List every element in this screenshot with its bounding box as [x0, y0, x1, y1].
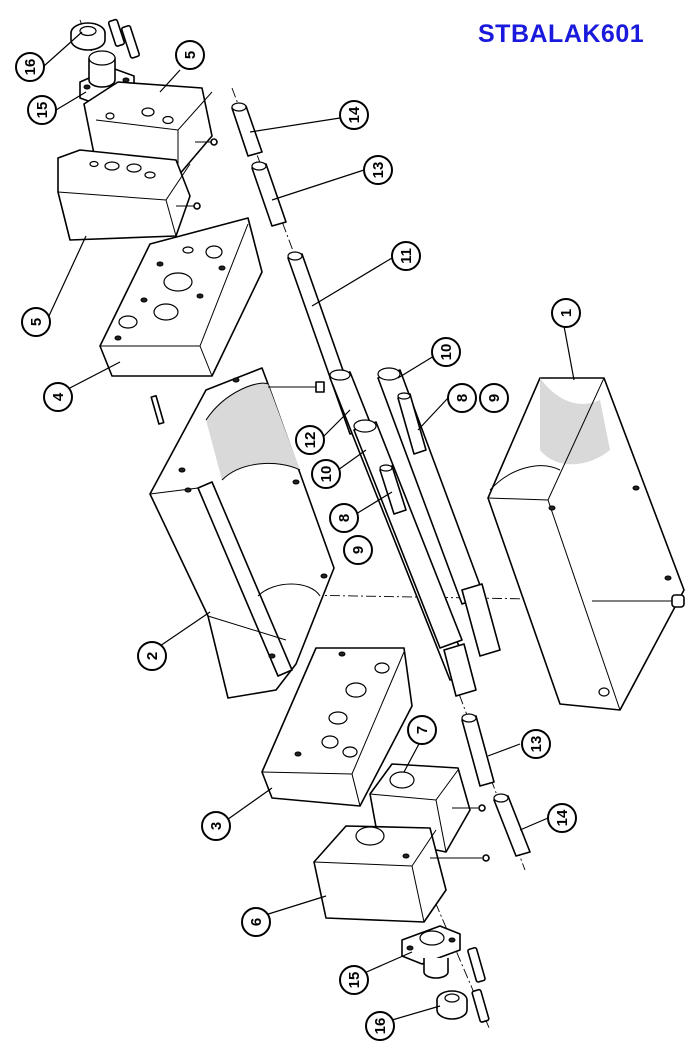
part-5-lower-block — [57, 149, 201, 241]
callout-13-lower: 13 — [521, 729, 551, 759]
svg-text:6: 6 — [248, 918, 265, 926]
svg-text:8: 8 — [336, 514, 353, 522]
svg-text:10: 10 — [318, 466, 335, 483]
svg-text:8: 8 — [454, 394, 471, 402]
part-1-end-block — [487, 377, 685, 711]
svg-text:9: 9 — [486, 394, 503, 402]
svg-text:15: 15 — [34, 102, 51, 119]
part-14-upper-tube — [231, 102, 263, 157]
callout-15-top: 15 — [27, 95, 57, 125]
callout-10-left: 10 — [311, 459, 341, 489]
callout-5-upper: 5 — [175, 40, 205, 70]
svg-text:9: 9 — [350, 546, 367, 554]
drawing-code: STBALAK601 — [478, 20, 645, 48]
svg-text:7: 7 — [414, 726, 431, 734]
svg-text:14: 14 — [346, 106, 363, 123]
part-15-top-flange — [79, 50, 135, 107]
callout-5-lower: 5 — [21, 307, 51, 337]
part-3-lower-manifold — [261, 647, 413, 807]
callout-4: 4 — [43, 382, 73, 412]
part-5-upper-block — [83, 81, 218, 177]
callout-9-left: 9 — [343, 535, 373, 565]
svg-text:5: 5 — [28, 318, 45, 326]
top-screws — [107, 18, 140, 59]
svg-text:4: 4 — [50, 392, 67, 401]
svg-text:2: 2 — [144, 652, 161, 660]
svg-text:11: 11 — [398, 248, 415, 264]
svg-text:1: 1 — [558, 309, 575, 317]
part-14-lower-tube — [493, 793, 531, 857]
part-8-9-left-seal — [379, 464, 407, 515]
callout-3: 3 — [201, 811, 231, 841]
part-10-right-sleeve — [377, 367, 501, 657]
svg-text:10: 10 — [438, 344, 455, 361]
svg-text:16: 16 — [22, 59, 39, 76]
svg-text:5: 5 — [182, 51, 199, 59]
callout-13-upper: 13 — [363, 155, 393, 185]
callout-16-bottom: 16 — [365, 1011, 395, 1041]
part-16-bottom-nut — [436, 990, 468, 1020]
callout-11: 11 — [391, 241, 421, 271]
part-13-lower-sleeve — [461, 713, 495, 787]
svg-text:12: 12 — [302, 432, 319, 449]
callout-15-bottom: 15 — [339, 965, 369, 995]
callout-14-lower: 14 — [547, 803, 577, 833]
callout-6: 6 — [241, 907, 271, 937]
callout-16-top: 16 — [15, 52, 45, 82]
callouts: 16 15 5 14 13 5 11 1 4 10 8 9 12 10 8 — [15, 40, 581, 1041]
svg-text:14: 14 — [554, 809, 571, 826]
part-8-9-right-seal — [397, 392, 427, 455]
part-2-main-body — [149, 367, 335, 699]
part-13-upper-sleeve — [251, 161, 287, 227]
bottom-screws — [467, 946, 490, 1023]
callout-8-left: 8 — [329, 503, 359, 533]
svg-text:15: 15 — [346, 972, 363, 989]
part-16-top-nut — [70, 22, 106, 51]
callout-8-right: 8 — [447, 383, 477, 413]
svg-text:16: 16 — [372, 1018, 389, 1035]
svg-text:13: 13 — [528, 736, 545, 753]
part-10-left-sleeve — [353, 419, 463, 649]
leader-lines — [43, 31, 575, 1021]
svg-text:3: 3 — [208, 822, 225, 830]
callout-2: 2 — [137, 641, 167, 671]
part-15-bottom-flange — [401, 925, 461, 979]
part-6-bottom-block — [313, 825, 490, 923]
callout-12: 12 — [295, 425, 325, 455]
callout-7: 7 — [407, 715, 437, 745]
callout-9-right: 9 — [479, 383, 509, 413]
part-4-manifold-block — [99, 217, 263, 377]
callout-10-right: 10 — [431, 337, 461, 367]
callout-1: 1 — [551, 298, 581, 328]
svg-text:13: 13 — [370, 162, 387, 179]
callout-14-upper: 14 — [339, 100, 369, 130]
